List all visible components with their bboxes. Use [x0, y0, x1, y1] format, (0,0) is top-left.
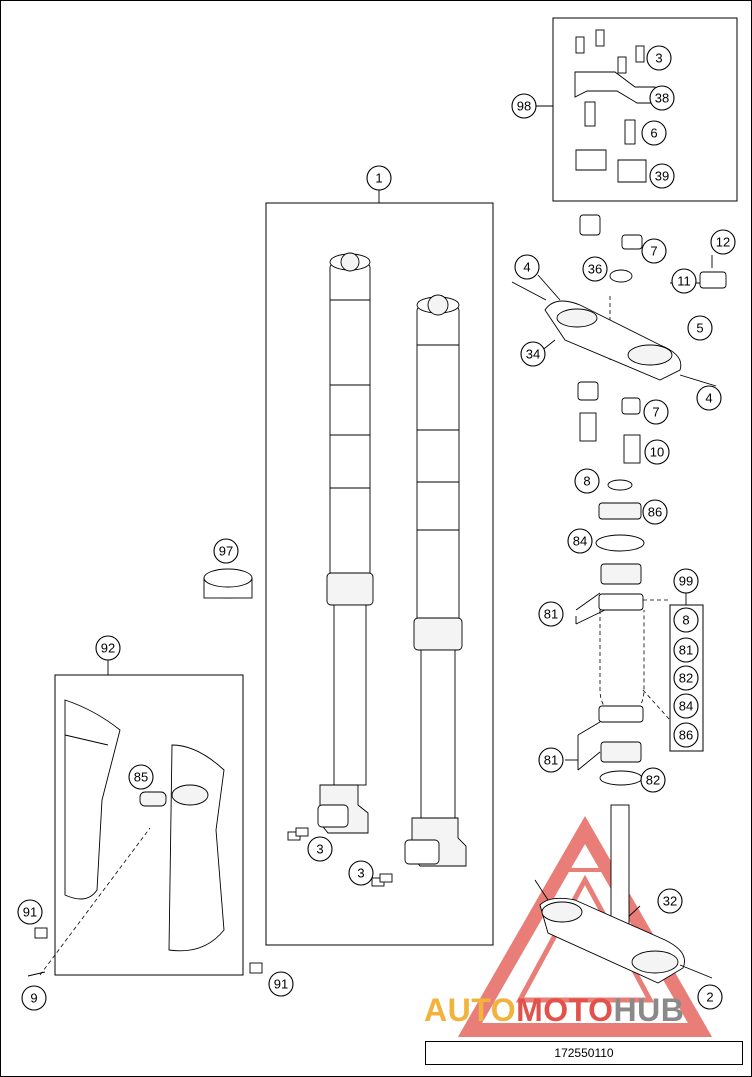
svg-text:82: 82	[646, 773, 660, 788]
svg-text:36: 36	[588, 262, 602, 277]
watermark-part2: MOTO	[516, 992, 614, 1028]
svg-text:81: 81	[544, 753, 558, 768]
callout-81c: 81	[538, 747, 564, 773]
group-box-92	[54, 674, 244, 976]
callout-92: 92	[95, 635, 121, 661]
fork-guard-left	[64, 699, 121, 900]
callout-3c: 3	[348, 860, 374, 886]
svg-text:34: 34	[526, 347, 540, 362]
svg-text:84: 84	[679, 699, 693, 714]
document-number: 172550110	[425, 1041, 743, 1065]
callout-39: 39	[649, 163, 675, 189]
callout-4b: 4	[696, 385, 722, 411]
svg-text:8: 8	[682, 613, 689, 628]
callout-84b: 84	[673, 693, 699, 719]
callout-86a: 86	[642, 499, 668, 525]
svg-text:99: 99	[679, 574, 693, 589]
group-box-98	[552, 17, 738, 202]
svg-text:8: 8	[583, 474, 590, 489]
handlebar-clamp-group	[574, 29, 656, 183]
svg-text:12: 12	[716, 235, 730, 250]
svg-text:39: 39	[655, 169, 669, 184]
group-box-1	[265, 202, 494, 946]
bolts	[27, 827, 393, 977]
svg-text:85: 85	[134, 770, 148, 785]
svg-text:86: 86	[648, 505, 662, 520]
svg-text:3: 3	[655, 51, 662, 66]
svg-text:3: 3	[357, 866, 364, 881]
callout-97: 97	[213, 538, 239, 564]
callout-7a: 7	[641, 238, 667, 264]
svg-text:97: 97	[219, 544, 233, 559]
lower-triple-clamp	[534, 804, 713, 984]
svg-text:9: 9	[30, 991, 37, 1006]
svg-text:7: 7	[650, 244, 657, 259]
svg-text:91: 91	[23, 905, 37, 920]
part-97	[203, 568, 253, 599]
watermark-logo: AUTOMOTOHUB	[424, 992, 684, 1029]
callout-12: 12	[710, 229, 736, 255]
svg-text:86: 86	[679, 728, 693, 743]
callout-85: 85	[128, 764, 154, 790]
callout-38: 38	[649, 85, 675, 111]
callout-10: 10	[644, 439, 670, 465]
callout-82b: 82	[640, 767, 666, 793]
svg-text:82: 82	[679, 671, 693, 686]
callout-91a: 91	[17, 899, 43, 925]
callout-2: 2	[697, 984, 723, 1010]
callout-98: 98	[511, 93, 537, 119]
svg-text:4: 4	[705, 391, 712, 406]
svg-text:7: 7	[652, 405, 659, 420]
callout-84a: 84	[567, 528, 593, 554]
svg-text:11: 11	[677, 274, 691, 289]
callout-9: 9	[21, 985, 47, 1011]
callout-4a: 4	[514, 254, 540, 280]
fork-leg-right	[404, 294, 467, 867]
callout-1: 1	[366, 165, 392, 191]
svg-text:5: 5	[696, 321, 703, 336]
callout-91b: 91	[268, 971, 294, 997]
callout-7b: 7	[643, 399, 669, 425]
svg-text:84: 84	[573, 534, 587, 549]
upper-triple-clamp	[511, 271, 727, 387]
callout-8a: 8	[574, 468, 600, 494]
svg-text:92: 92	[101, 641, 115, 656]
callout-99: 99	[673, 568, 699, 594]
callout-3b: 3	[307, 836, 333, 862]
callout-34: 34	[520, 341, 546, 367]
svg-text:1: 1	[375, 171, 382, 186]
callout-86b: 86	[673, 722, 699, 748]
fork-guard-right	[168, 744, 225, 952]
watermark-part3: HUB	[613, 992, 685, 1028]
fork-leg-left	[317, 252, 374, 834]
svg-text:81: 81	[679, 643, 693, 658]
callout-11: 11	[671, 268, 697, 294]
svg-text:10: 10	[650, 445, 664, 460]
callout-36: 36	[582, 256, 608, 282]
callout-6: 6	[641, 120, 667, 146]
callout-81b: 81	[673, 637, 699, 663]
svg-text:81: 81	[544, 607, 558, 622]
svg-text:98: 98	[517, 99, 531, 114]
svg-text:32: 32	[663, 894, 677, 909]
clip-85	[139, 791, 167, 807]
steering-small-parts	[577, 214, 645, 786]
svg-text:2: 2	[706, 990, 713, 1005]
group-box-99	[669, 604, 704, 752]
watermark-part1: AUTO	[424, 992, 517, 1028]
callout-5: 5	[687, 315, 713, 341]
svg-text:6: 6	[650, 126, 657, 141]
callout-3a: 3	[646, 45, 672, 71]
svg-text:38: 38	[655, 91, 669, 106]
svg-text:91: 91	[274, 977, 288, 992]
callout-82a: 82	[673, 665, 699, 691]
callout-81a: 81	[538, 601, 564, 627]
svg-text:3: 3	[316, 842, 323, 857]
callout-32: 32	[657, 888, 683, 914]
callout-8b: 8	[673, 607, 699, 633]
svg-text:4: 4	[523, 260, 530, 275]
